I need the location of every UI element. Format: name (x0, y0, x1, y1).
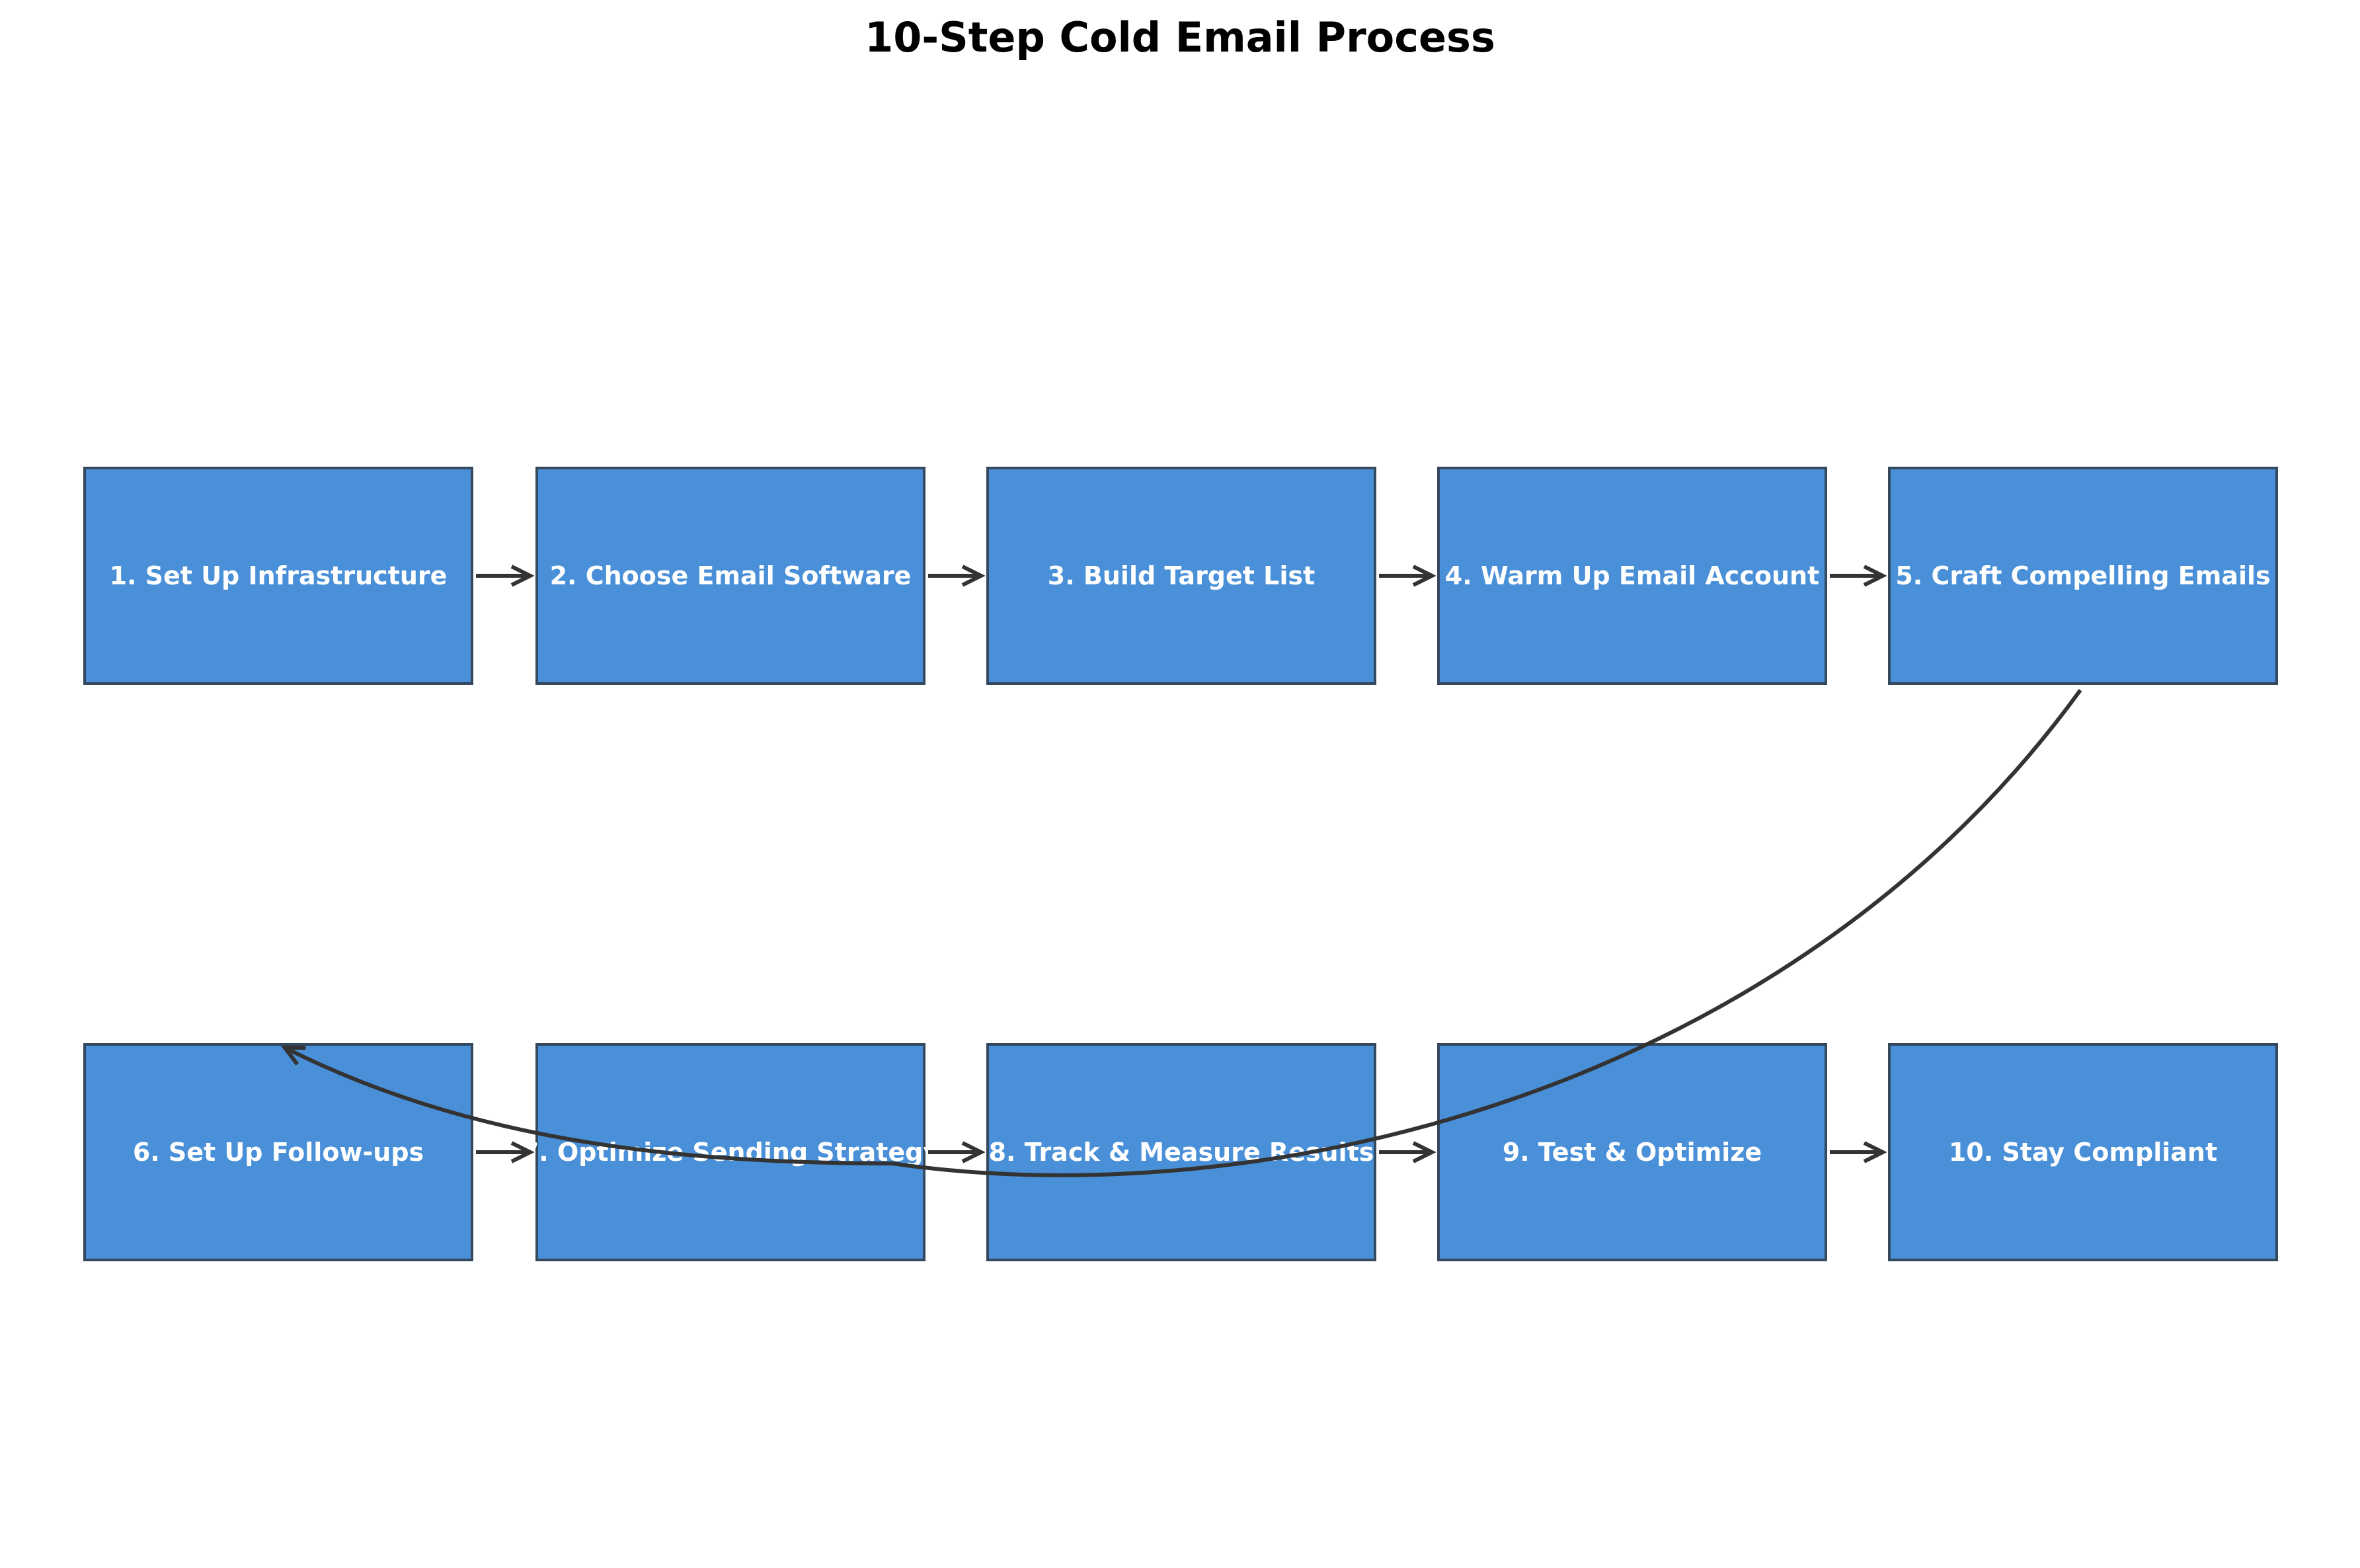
step-label: 10. Stay Compliant (1949, 1138, 2217, 1167)
step-box-rect (535, 467, 925, 685)
step-box-rect (986, 467, 1376, 685)
step-boxes: 1. Set Up Infrastructure 2. Choose Email … (83, 467, 2278, 1261)
step-box-4: 4. Warm Up Email Account (1437, 467, 1827, 685)
step-label: 9. Test & Optimize (1503, 1138, 1762, 1167)
step-label: 1. Set Up Infrastructure (110, 561, 448, 590)
connectors (285, 576, 2082, 1177)
step-box-rect (1888, 467, 2278, 685)
step-box-6: 6. Set Up Follow-ups (83, 1043, 473, 1261)
step-box-1: 1. Set Up Infrastructure (83, 467, 473, 685)
step-label: 5. Craft Compelling Emails (1895, 561, 2270, 590)
step-box-7: 7. Optimize Sending Strategy (522, 1043, 939, 1261)
step-box-rect (535, 1043, 925, 1261)
step-box-10: 10. Stay Compliant (1888, 1043, 2278, 1261)
step-label: 3. Build Target List (1048, 561, 1315, 590)
step-label: 4. Warm Up Email Account (1445, 561, 1819, 590)
step-box-rect (1437, 1043, 1827, 1261)
step-box-5: 5. Craft Compelling Emails (1888, 467, 2278, 685)
step-label: 2. Choose Email Software (550, 561, 912, 590)
step-box-rect (1437, 467, 1827, 685)
step-box-rect (83, 1043, 473, 1261)
step-box-rect (1888, 1043, 2278, 1261)
step-box-3: 3. Build Target List (986, 467, 1376, 685)
step-label: 6. Set Up Follow-ups (133, 1138, 424, 1167)
arrow-5-to-6 (285, 689, 2082, 1177)
step-box-9: 9. Test & Optimize (1437, 1043, 1827, 1261)
step-box-rect (83, 467, 473, 685)
diagram-title: 10-Step Cold Email Process (865, 13, 1495, 61)
step-box-2: 2. Choose Email Software (535, 467, 925, 685)
